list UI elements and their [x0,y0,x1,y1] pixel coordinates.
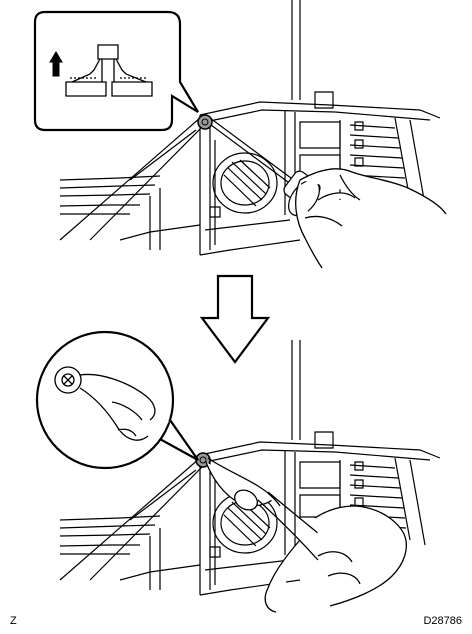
clip-top [198,115,212,129]
hand-bottom [265,506,406,612]
step-2-illustration [37,332,441,612]
callout-top [35,12,198,130]
down-arrow [202,276,268,362]
figure-code-label: D28786 [423,615,462,627]
pliers [206,458,334,560]
hand-top [296,169,446,268]
corner-label-left: Z [10,615,17,627]
clip-head-icon [55,367,81,393]
step-1-illustration [35,0,446,268]
callout-bottom [37,332,198,468]
clip-cross-section-icon [66,45,152,96]
pliers-tip-icon [80,374,155,440]
up-arrow-icon [50,52,62,76]
